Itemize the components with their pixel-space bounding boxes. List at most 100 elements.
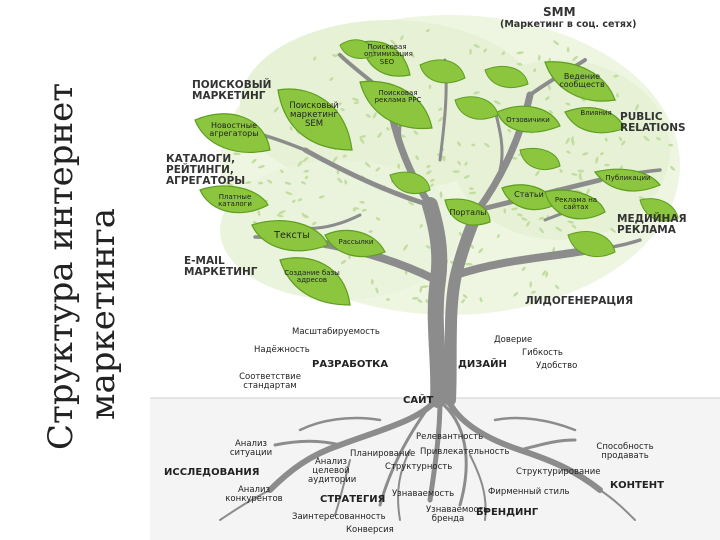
tiny-leaf <box>400 35 404 41</box>
tiny-leaf <box>517 213 523 217</box>
tiny-leaf <box>464 161 468 166</box>
tiny-leaf <box>656 136 661 141</box>
tiny-leaf <box>284 181 292 185</box>
tiny-leaf <box>245 181 252 185</box>
leaf-mailing: Рассылки <box>338 238 374 246</box>
tiny-leaf <box>303 169 310 173</box>
tiny-leaf <box>545 271 549 278</box>
leaf-news-aggregators: Новостные агрегаторы <box>209 121 259 139</box>
tiny-leaf <box>507 129 512 133</box>
tiny-leaf <box>484 142 490 148</box>
title-line-2: маркетинга <box>83 208 123 420</box>
tiny-leaf <box>375 217 381 221</box>
tiny-leaf <box>610 227 616 233</box>
leaf-reviews: Отзовичики <box>506 116 550 124</box>
tiny-leaf <box>503 208 507 214</box>
tiny-leaf <box>411 53 415 58</box>
tiny-leaf <box>425 245 431 249</box>
tiny-leaf <box>439 191 443 199</box>
tiny-leaf <box>478 248 484 254</box>
tiny-leaf <box>559 168 563 173</box>
tiny-leaf <box>364 162 371 168</box>
root-recognition: Узнаваемость <box>392 489 455 499</box>
root-branding: БРЕНДИНГ <box>476 507 539 518</box>
tiny-leaf <box>337 177 343 184</box>
tiny-leaf <box>452 170 460 173</box>
tiny-leaf <box>457 141 462 147</box>
tiny-leaf <box>468 191 477 195</box>
page-title-text: Структура интернет маркетинга <box>41 83 123 450</box>
tiny-leaf <box>375 167 381 172</box>
tiny-leaf <box>516 51 524 55</box>
tiny-leaf <box>616 93 619 98</box>
tiny-leaf <box>332 54 337 58</box>
tiny-leaf <box>565 102 571 106</box>
tiny-leaf <box>537 54 541 61</box>
tiny-leaf <box>397 163 401 169</box>
tiny-leaf <box>668 143 674 147</box>
tiny-leaf <box>304 214 309 219</box>
tiny-leaf <box>318 195 325 199</box>
tiny-leaf <box>232 152 241 156</box>
tiny-leaf <box>618 136 623 142</box>
tiny-leaf <box>438 116 444 122</box>
tiny-leaf <box>566 46 570 53</box>
branch-search-marketing: ПОИСКОВЫЙ МАРКЕТИНГ <box>192 79 272 103</box>
root-research: ИССЛЕДОВАНИЯ <box>164 467 260 478</box>
leaf-paid-catalogs: Платные каталоги <box>218 193 252 209</box>
tiny-leaf <box>400 134 406 138</box>
root-audience-analysis: Анализ целевой аудитории <box>308 457 357 485</box>
tiny-leaf <box>586 188 590 195</box>
tiny-leaf <box>670 165 675 171</box>
tiny-leaf <box>311 221 317 226</box>
tiny-leaf <box>403 244 408 251</box>
trunk-development: РАЗРАБОТКА <box>312 359 389 370</box>
tiny-leaf <box>595 156 599 164</box>
root-brand-identity: Фирменный стиль <box>488 487 570 497</box>
branch-email-marketing: E-MAIL МАРКЕТИНГ <box>184 255 258 279</box>
tiny-leaf <box>621 140 626 146</box>
tiny-leaf <box>340 108 345 112</box>
tiny-leaf <box>464 262 473 266</box>
root-interest: Заинтересованность <box>292 512 386 522</box>
tiny-leaf <box>375 287 379 294</box>
tiny-leaf <box>565 137 570 145</box>
tiny-leaf <box>428 84 432 89</box>
tiny-leaf <box>458 232 463 237</box>
tiny-leaf <box>530 290 536 294</box>
tiny-leaf <box>496 234 500 239</box>
tiny-leaf <box>297 160 303 167</box>
tiny-leaf <box>501 51 506 56</box>
tiny-leaf <box>483 48 488 53</box>
tiny-leaf <box>529 281 533 288</box>
tiny-leaf <box>470 244 474 249</box>
tiny-leaf <box>643 135 650 142</box>
tiny-leaf <box>419 224 423 228</box>
branch-public-relations: PUBLIC RELATIONS <box>620 111 686 135</box>
tiny-leaf <box>581 152 589 156</box>
leaf-communities: Ведение сообществ <box>559 72 605 90</box>
tiny-leaf <box>359 137 365 144</box>
tiny-leaf <box>278 210 286 215</box>
root-relevance: Релевантность <box>416 432 484 442</box>
leaf-texts: Тексты <box>274 230 310 241</box>
leaf-sem: Поисковый маркетинг SEM <box>289 101 339 129</box>
tiny-leaf <box>344 179 348 185</box>
root-structuring: Структурирование <box>516 467 601 477</box>
tiny-leaf <box>225 182 234 187</box>
tiny-leaf <box>359 135 367 139</box>
tiny-leaf <box>386 127 390 131</box>
tiny-leaf <box>533 68 537 73</box>
tiny-leaf <box>359 200 365 204</box>
tiny-leaf <box>415 155 419 161</box>
root-situation-analysis: Анализ ситуации <box>229 439 273 458</box>
tiny-leaf <box>473 44 480 48</box>
tiny-leaf <box>513 291 519 297</box>
tiny-leaf <box>419 285 423 293</box>
branch-catalogs: КАТАЛОГИ, РЕЙТИНГИ, АГРЕГАТОРЫ <box>166 153 246 188</box>
tiny-leaf <box>302 156 309 163</box>
tiny-leaf <box>469 187 474 190</box>
leaf-articles: Статьи <box>514 190 544 199</box>
tiny-leaf <box>634 224 640 228</box>
tiny-leaf <box>547 83 551 91</box>
